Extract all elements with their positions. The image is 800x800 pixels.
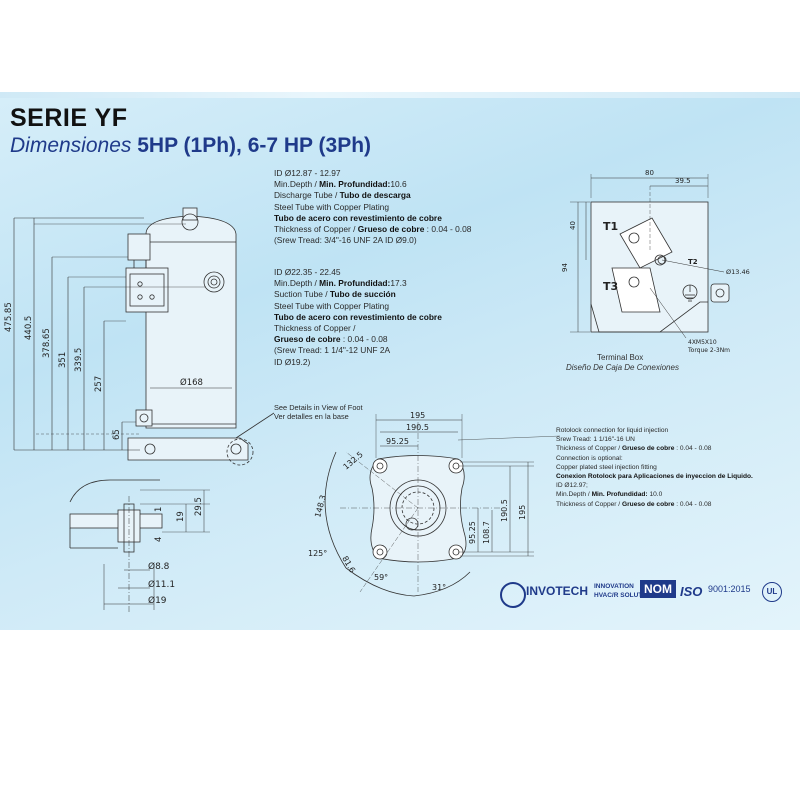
discharge-depth: Min.Depth / Min. Profundidad:10.6 bbox=[274, 179, 407, 190]
tb-height: 94 bbox=[561, 263, 569, 272]
invotech-logo: INVOTECH bbox=[526, 584, 589, 598]
foot-d2: Ø11.1 bbox=[148, 579, 175, 590]
suction-tube: Suction Tube / Tubo de succión bbox=[274, 289, 396, 300]
bp-h4: 95.25 bbox=[468, 521, 477, 544]
certification-logos: INVOTECH INNOVATION HVAC/R SOLUTION NOM … bbox=[500, 576, 790, 610]
bp-a3: 31° bbox=[432, 583, 446, 592]
dim-diameter: Ø168 bbox=[180, 377, 203, 388]
suction-thread: (Srew Tread: 1 1/4"-12 UNF 2A bbox=[274, 345, 391, 356]
tb-width-part: 39.5 bbox=[675, 177, 691, 185]
suction-steel-es: Tubo de acero con revestimiento de cobre bbox=[274, 311, 442, 322]
compressor-side-view bbox=[13, 207, 275, 466]
dim-h2: 440.5 bbox=[24, 316, 34, 340]
bp-a2: 59° bbox=[374, 573, 388, 582]
tb-hole: Ø13.46 bbox=[726, 268, 750, 276]
foot-v1: 19 bbox=[176, 511, 186, 522]
series-subtitle: Dimensiones 5HP (1Ph), 6-7 HP (3Ph) bbox=[10, 134, 371, 158]
foot-v2: 29.5 bbox=[194, 497, 204, 516]
base-plate-view bbox=[324, 414, 561, 597]
suction-notes: ID Ø22.35 - 22.45 Min.Depth / Min. Profu… bbox=[274, 267, 442, 368]
tb-height-top: 40 bbox=[569, 221, 577, 230]
tb-t2: T2 bbox=[688, 258, 698, 266]
discharge-steel-es: Tubo de acero con revestimiento de cobre bbox=[274, 212, 442, 223]
drawing-sheet: SERIE YF Dimensiones 5HP (1Ph), 6-7 HP (… bbox=[0, 92, 800, 630]
dim-h5: 339.5 bbox=[74, 348, 84, 372]
bp-a1: 125° bbox=[308, 549, 327, 558]
innovation-label: INNOVATION bbox=[594, 583, 634, 590]
foot-d3: Ø19 bbox=[148, 595, 167, 606]
subtitle-models: 5HP (1Ph), 6-7 HP (3Ph) bbox=[137, 134, 372, 157]
tb-width: 80 bbox=[645, 169, 654, 177]
terminal-box-caption-es: Diseño De Caja De Conexiones bbox=[566, 363, 679, 372]
foot-v3: 4 bbox=[154, 537, 164, 542]
dim-h7: 65 bbox=[112, 429, 122, 440]
discharge-thread: (Srew Tread: 3/4"-16 UNF 2A ID Ø9.0) bbox=[274, 235, 417, 246]
suction-inner-id: ID Ø19.2) bbox=[274, 356, 311, 367]
discharge-copper: Thickness of Copper / Grueso de cobre : … bbox=[274, 224, 472, 235]
tb-t1: T1 bbox=[603, 220, 618, 233]
suction-copper-es: Grueso de cobre : 0.04 - 0.08 bbox=[274, 334, 388, 345]
discharge-steel-en: Steel Tube with Copper Plating bbox=[274, 201, 389, 212]
discharge-notes: ID Ø12.87 - 12.97 Min.Depth / Min. Profu… bbox=[274, 168, 471, 246]
suction-copper-en: Thickness of Copper / bbox=[274, 323, 356, 334]
ul-logo: UL bbox=[762, 582, 782, 602]
suction-id: ID Ø22.35 - 22.45 bbox=[274, 267, 341, 277]
bp-h2: 190.5 bbox=[500, 499, 509, 522]
nom-logo: NOM bbox=[640, 580, 676, 598]
dim-h6: 257 bbox=[94, 376, 104, 392]
dim-h3: 378.65 bbox=[42, 328, 52, 358]
foot-detail-view bbox=[69, 479, 210, 612]
technical-drawing: 475.85 440.5 378.65 351 339.5 257 65 Ø16… bbox=[4, 169, 750, 612]
bp-r1: 132.5 bbox=[342, 450, 365, 472]
dim-h4: 351 bbox=[58, 352, 68, 368]
discharge-tube: Discharge Tube / Tubo de descarga bbox=[274, 190, 411, 201]
subtitle-prefix: Dimensiones bbox=[10, 134, 132, 157]
iso-logo: ISO bbox=[680, 584, 703, 599]
tb-t3: T3 bbox=[603, 280, 618, 293]
series-title: SERIE YF bbox=[10, 104, 128, 132]
discharge-id: ID Ø12.87 - 12.97 bbox=[274, 168, 341, 178]
bp-w3: 95.25 bbox=[386, 437, 409, 446]
bp-h1: 195 bbox=[518, 505, 527, 520]
iso-number: 9001:2015 bbox=[708, 584, 751, 594]
bp-w1: 195 bbox=[410, 411, 425, 420]
rotolock-notes: Rotolock connection for liquid injection… bbox=[556, 427, 753, 508]
tb-torque: Torque 2-3Nm bbox=[687, 347, 730, 354]
foot-d1: Ø8.8 bbox=[148, 561, 170, 572]
dim-h1: 475.85 bbox=[4, 302, 14, 332]
bp-w2: 190.5 bbox=[406, 423, 429, 432]
invotech-logo-icon bbox=[500, 582, 526, 608]
foot-v4: 1 bbox=[154, 507, 164, 512]
hvac-label: HVAC/R SOLUTION bbox=[594, 592, 654, 599]
bp-r3: 81.6 bbox=[340, 555, 357, 575]
terminal-box-view bbox=[570, 174, 730, 339]
suction-depth: Min.Depth / Min. Profundidad:17.3 bbox=[274, 278, 407, 289]
foot-detail-note: See Details in View of Foot Ver detalles… bbox=[274, 403, 363, 421]
terminal-box-caption: Terminal Box bbox=[597, 353, 644, 362]
tb-screw: 4XM5X10 bbox=[688, 339, 717, 346]
bp-h3: 108.7 bbox=[482, 521, 491, 544]
suction-steel-en: Steel Tube with Copper Plating bbox=[274, 300, 389, 311]
